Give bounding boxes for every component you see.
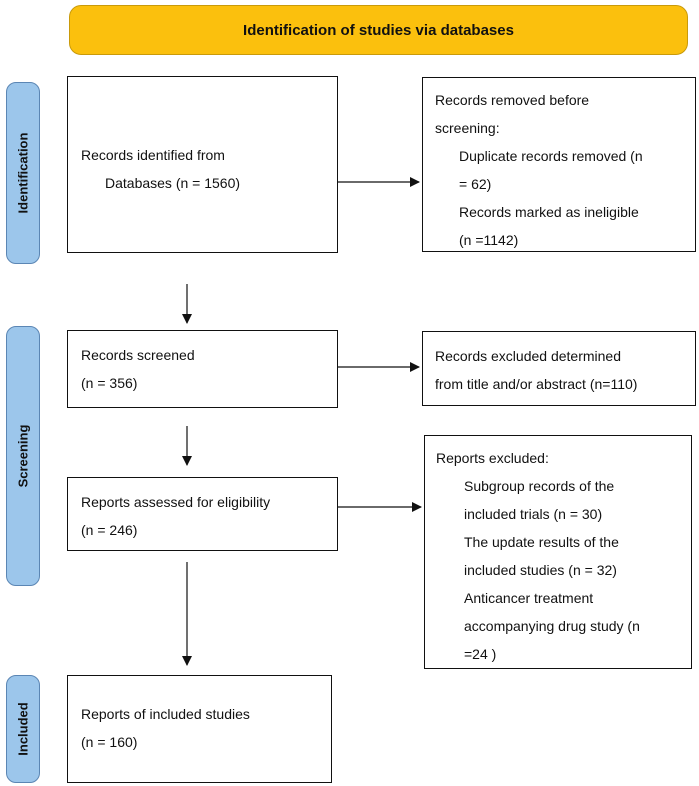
reports-excluded-line1: Reports excluded: <box>436 450 549 466</box>
records-identified-box: Records identified from Databases (n = 1… <box>67 76 338 253</box>
reports-excluded-line8: =24 ) <box>464 646 497 662</box>
records-removed-line6: (n =1142) <box>459 232 519 248</box>
records-screened-line1: Records screened <box>81 347 195 363</box>
reports-excluded-line4: The update results of the <box>464 534 619 550</box>
records-removed-line4: = 62) <box>459 176 492 192</box>
reports-included-box: Reports of included studies (n = 160) <box>67 675 332 783</box>
reports-excluded-line2: Subgroup records of the <box>464 478 615 494</box>
records-removed-line1: Records removed before <box>435 92 590 108</box>
records-identified-line2: Databases (n = 1560) <box>105 175 241 191</box>
records-removed-box: Records removed before screening: Duplic… <box>422 77 696 252</box>
records-excluded-box: Records excluded determined from title a… <box>422 331 696 406</box>
records-removed-line5: Records marked as ineligible <box>459 204 639 220</box>
diagram-title: Identification of studies via databases <box>69 5 688 55</box>
records-screened-line2: (n = 356) <box>81 375 138 391</box>
reports-excluded-line3: included trials (n = 30) <box>464 506 603 522</box>
stage-label-screening: Screening <box>6 326 40 586</box>
records-excluded-line1: Records excluded determined <box>435 348 621 364</box>
reports-included-line2: (n = 160) <box>81 734 138 750</box>
reports-excluded-line6: Anticancer treatment <box>464 590 594 606</box>
stage-label-included: Included <box>6 675 40 783</box>
reports-assessed-box: Reports assessed for eligibility (n = 24… <box>67 477 338 551</box>
records-screened-box: Records screened (n = 356) <box>67 330 338 408</box>
reports-excluded-box: Reports excluded: Subgroup records of th… <box>424 435 692 669</box>
reports-excluded-line7: accompanying drug study (n <box>464 618 640 634</box>
reports-included-line1: Reports of included studies <box>81 706 250 722</box>
stage-label-identification: Identification <box>6 82 40 264</box>
records-removed-line2: screening: <box>435 120 500 136</box>
reports-excluded-line5: included studies (n = 32) <box>464 562 617 578</box>
records-excluded-line2: from title and/or abstract (n=110) <box>435 376 638 392</box>
records-removed-line3: Duplicate records removed (n <box>459 148 643 164</box>
records-identified-line1: Records identified from <box>81 147 225 163</box>
reports-assessed-line1: Reports assessed for eligibility <box>81 494 271 510</box>
diagram-title-text: Identification of studies via databases <box>243 21 514 39</box>
reports-assessed-line2: (n = 246) <box>81 522 138 538</box>
